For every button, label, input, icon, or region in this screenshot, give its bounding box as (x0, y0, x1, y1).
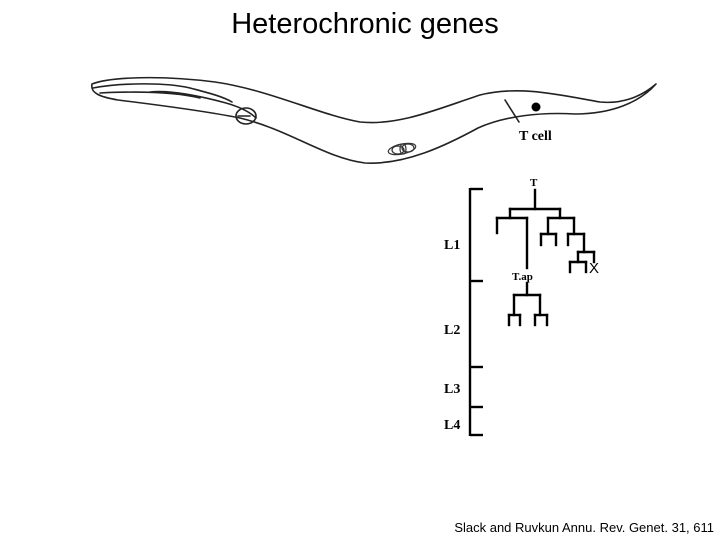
slide-title: Heterochronic genes (231, 8, 499, 40)
lineage-daughter-label: T.ap (512, 271, 533, 283)
worm-body-outline (91, 76, 657, 164)
stage-label-l3: L3 (444, 382, 460, 397)
stage-timeline (468, 187, 483, 437)
stage-label-l2: L2 (444, 323, 460, 338)
worm-bulb (235, 107, 257, 125)
worm-tail-line (504, 99, 520, 123)
stage-label-l4: L4 (444, 418, 460, 433)
worm-pharynx (92, 83, 233, 103)
worm-vulva (387, 142, 417, 156)
worm-gut (149, 90, 257, 119)
stage-label-l1: L1 (444, 238, 460, 253)
lineage-tree (495, 188, 596, 327)
t-cell-label: T cell (519, 129, 552, 144)
cell-death-mark: X (589, 260, 599, 277)
citation: Slack and Ruvkun Annu. Rev. Genet. 31, 6… (454, 520, 714, 535)
lineage-root-label: T (530, 177, 538, 189)
t-cell-dot (531, 102, 541, 112)
worm-drawing (91, 76, 657, 164)
